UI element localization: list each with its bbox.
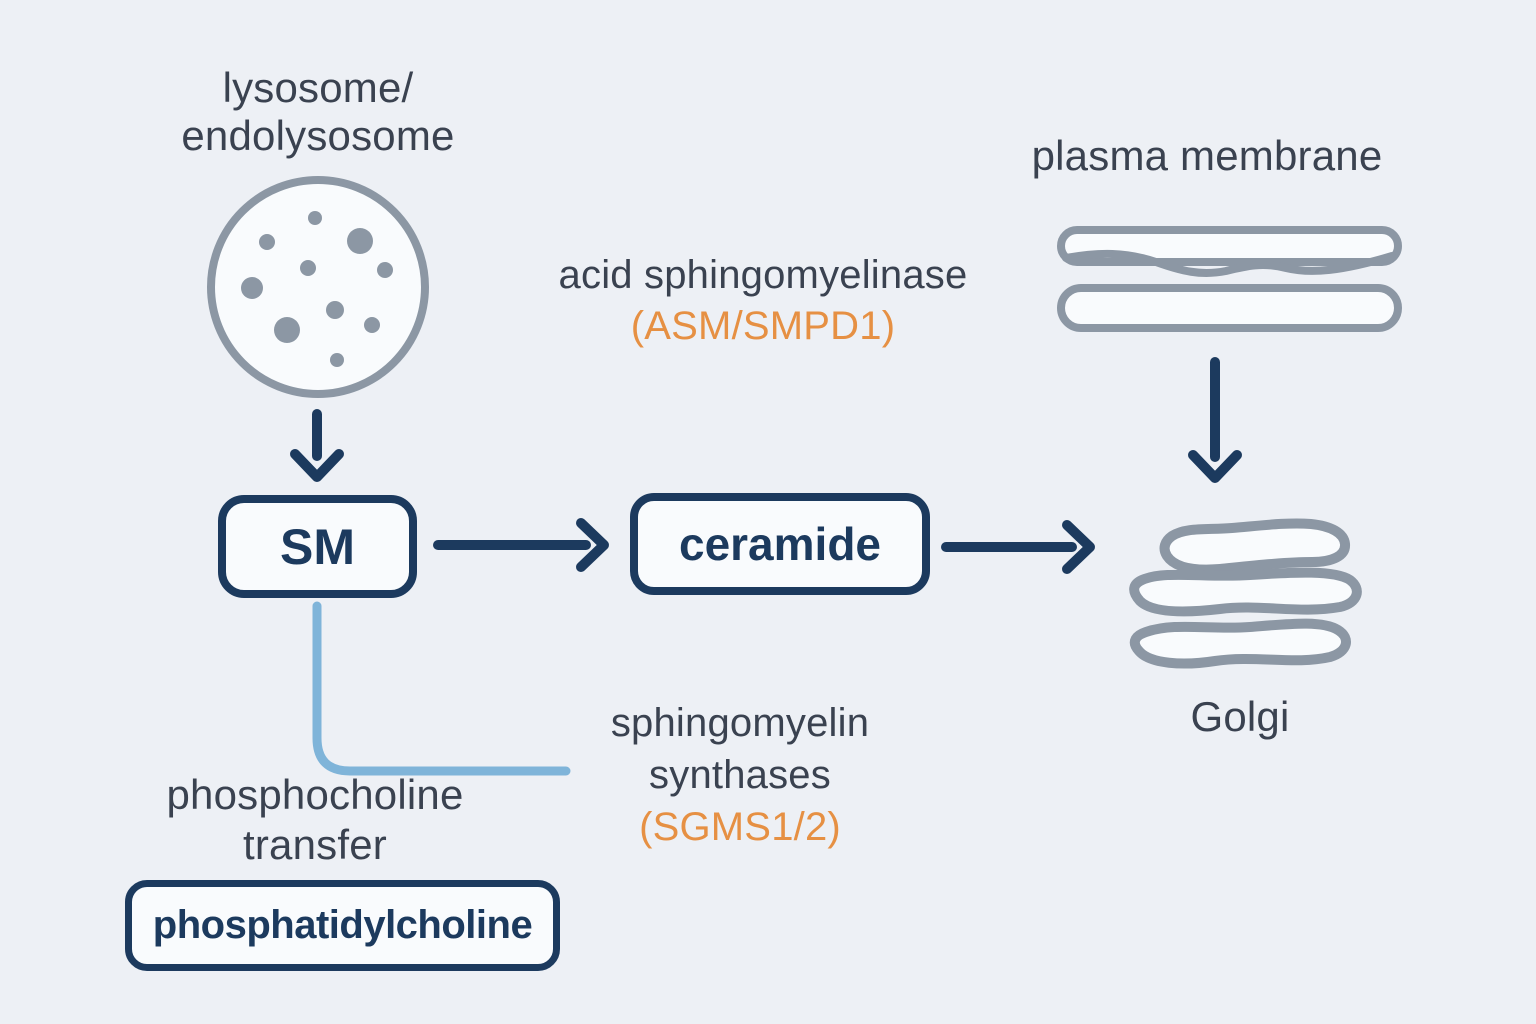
lysosome-label-line1: lysosome/ <box>222 64 414 111</box>
sgms-enzyme-name-line1: sphingomyelin <box>610 701 870 745</box>
ceramide-node-label: ceramide <box>678 518 881 570</box>
phosphocholine-transfer-label: phosphocholine transfer <box>115 770 515 870</box>
plasma-membrane-label: plasma membrane <box>1031 132 1383 179</box>
membrane-bilayer-icon <box>1057 226 1402 332</box>
arrow-lysosome-to-sm <box>290 409 344 482</box>
sgms-enzyme-label: sphingomyelin synthases (SGMS1/2) <box>550 697 930 853</box>
lysosome-label: lysosome/ endolysosome <box>95 64 541 160</box>
sm-node-label: SM <box>280 518 355 575</box>
asm-gene-name: (ASM/SMPD1) <box>630 304 896 348</box>
arrow-ceramide-to-golgi <box>941 520 1095 574</box>
arrow-membrane-to-golgi <box>1188 357 1242 483</box>
sgms-gene-name: (SGMS1/2) <box>639 805 841 849</box>
lysosome-vesicle-icon <box>207 176 429 398</box>
arrow-sm-to-ceramide <box>433 518 609 572</box>
sm-node: SM <box>218 495 417 598</box>
asm-enzyme-name: acid sphingomyelinase <box>558 253 968 297</box>
lysosome-granules <box>241 211 393 367</box>
asm-enzyme-label: acid sphingomyelinase (ASM/SMPD1) <box>493 250 1033 352</box>
phosphatidylcholine-node-label: phosphatidylcholine <box>152 903 533 947</box>
phosphatidylcholine-node: phosphatidylcholine <box>125 880 560 971</box>
phosphocholine-transfer-connector <box>312 601 571 776</box>
golgi-label: Golgi <box>1190 693 1290 740</box>
phosphocholine-transfer-line1: phosphocholine <box>166 771 464 818</box>
phosphocholine-transfer-line2: transfer <box>243 821 387 868</box>
golgi-stack-icon <box>1129 518 1362 669</box>
lysosome-label-line2: endolysosome <box>181 112 455 159</box>
ceramide-node: ceramide <box>630 493 930 595</box>
sgms-enzyme-name-line2: synthases <box>649 753 831 797</box>
